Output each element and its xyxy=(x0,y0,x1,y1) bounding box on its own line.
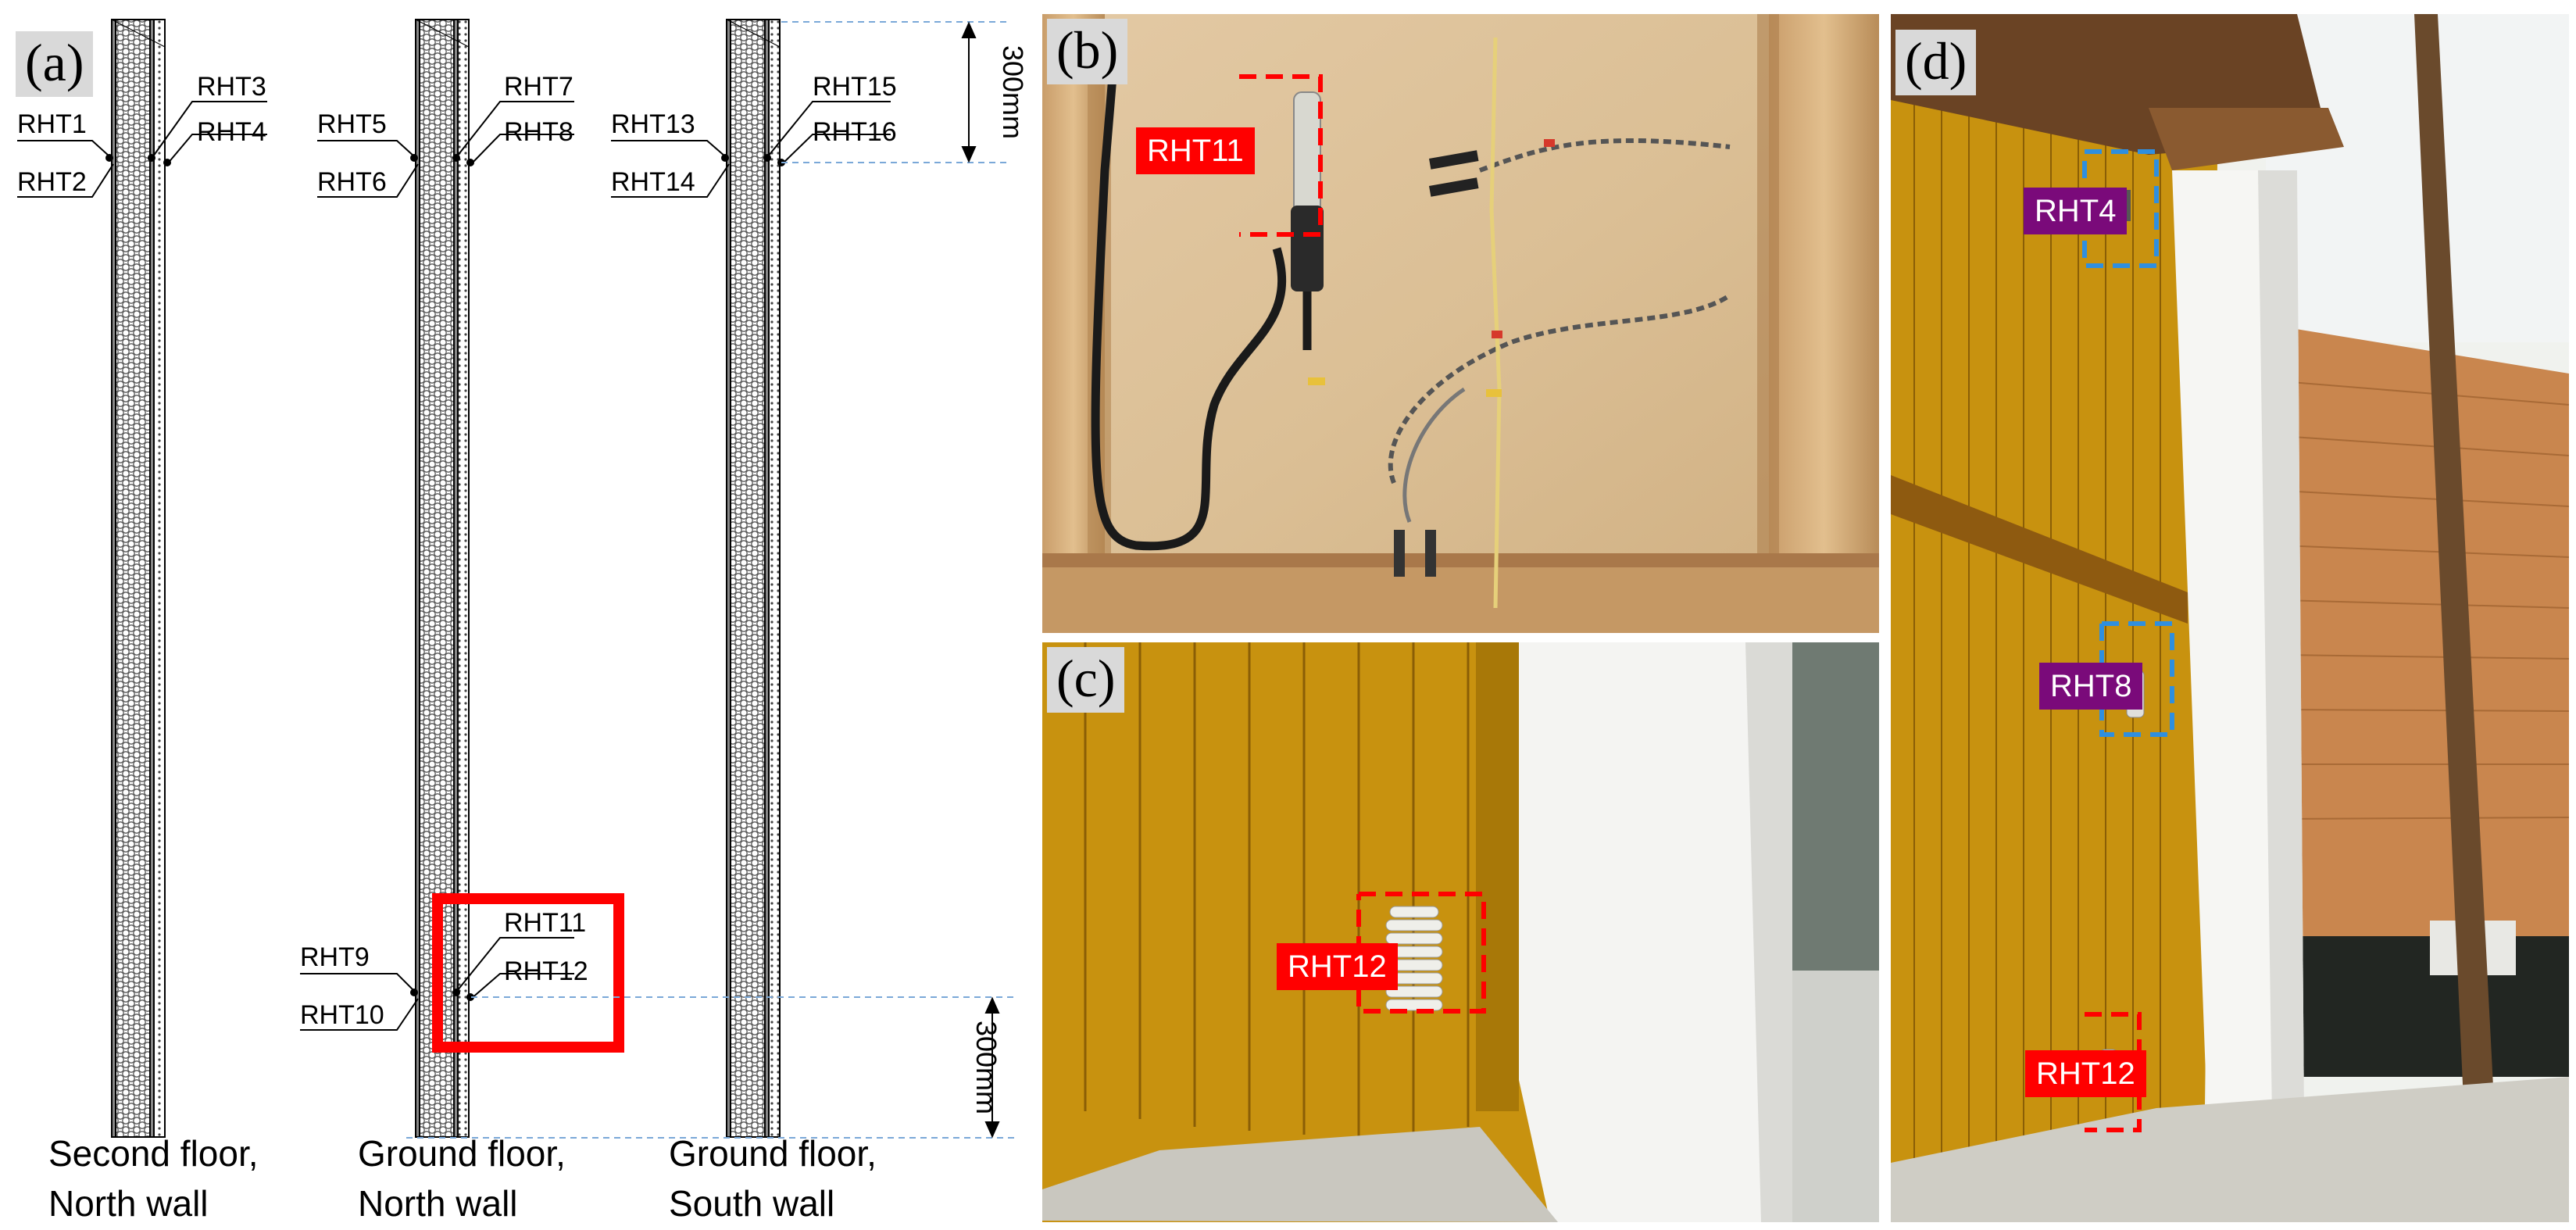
sensor-dots-wall-2-bottom xyxy=(410,989,474,1001)
panel-letter-b: (b) xyxy=(1047,19,1128,84)
wall-section-svg: RHT1 RHT2 RHT3 RHT4 RHT5 RHT6 RHT7 RHT8 xyxy=(17,19,1029,1224)
panel-b-photo: (b) RHT11 xyxy=(1042,14,1879,633)
sensor-label: RHT7 xyxy=(504,72,573,102)
sensor-label: RHT11 xyxy=(504,908,586,938)
dimension-label-bottom: 300mm xyxy=(970,1021,1002,1114)
exterior-photo-svg xyxy=(1891,14,2569,1222)
panel-c-photo: (c) RHT12 xyxy=(1042,642,1879,1222)
sensor-tag-rht11: RHT11 xyxy=(1136,127,1255,174)
sensor-label: RHT5 xyxy=(317,109,387,139)
radiation-shield xyxy=(1385,906,1443,1011)
sensor-label: RHT4 xyxy=(197,117,266,147)
sensor-tag-rht4: RHT4 xyxy=(2024,188,2128,234)
highlight-box xyxy=(432,893,624,1053)
panel-a-diagram: RHT1 RHT2 RHT3 RHT4 RHT5 RHT6 RHT7 RHT8 xyxy=(0,0,1031,1230)
sensor-leaders-wall-1 xyxy=(17,101,267,198)
wall-caption: Ground floor, xyxy=(669,1133,877,1174)
dimension-arrow-bottom xyxy=(984,996,1000,1139)
wall-caption: South wall xyxy=(669,1183,834,1224)
wall-caption: North wall xyxy=(358,1183,518,1224)
sensor-leaders-wall-2-top xyxy=(317,101,574,198)
sensor-dots-wall-1 xyxy=(105,154,171,166)
sensor-dots-wall-2-top xyxy=(410,154,474,166)
dimension-arrow-top xyxy=(961,21,977,163)
sensor-tag-rht12-exterior: RHT12 xyxy=(2025,1050,2146,1097)
sensor-label: RHT9 xyxy=(300,942,370,972)
panel-d-photo: (d) RHT4 RHT8 RHT12 xyxy=(1891,14,2569,1222)
plywood-photo-svg xyxy=(1042,14,1879,633)
panel-letter-d: (d) xyxy=(1895,30,1977,95)
wall-second-floor-north xyxy=(111,19,166,1138)
panel-letter-c: (c) xyxy=(1047,647,1125,713)
sensor-label: RHT6 xyxy=(317,167,387,197)
sensor-label: RHT2 xyxy=(17,167,87,197)
sensor-tag-rht8: RHT8 xyxy=(2039,663,2143,710)
panel-letter-a: (a) xyxy=(16,31,94,97)
sensor-label: RHT10 xyxy=(300,1000,384,1030)
wall-caption: Ground floor, xyxy=(358,1133,566,1174)
sensor-label: RHT1 xyxy=(17,109,87,139)
sensor-label: RHT8 xyxy=(504,117,573,147)
sensor-leaders-wall-2-bottom xyxy=(300,937,574,1031)
sensor-leaders-wall-3 xyxy=(611,101,891,198)
sensor-tag-rht12: RHT12 xyxy=(1277,943,1398,990)
wall-ground-floor-south xyxy=(726,19,781,1138)
sensor-label: RHT3 xyxy=(197,72,266,102)
marker-rht11 xyxy=(1239,74,1323,237)
wall-caption: North wall xyxy=(48,1183,209,1224)
sensor-label: RHT16 xyxy=(813,117,897,147)
sensor-label: RHT12 xyxy=(504,956,588,986)
dimension-label-top: 300mm xyxy=(997,45,1029,139)
sensor-label: RHT13 xyxy=(611,109,695,139)
wall-caption: Second floor, xyxy=(48,1133,259,1174)
corner-photo-svg xyxy=(1042,642,1879,1222)
sensor-label: RHT14 xyxy=(611,167,695,197)
sensor-label: RHT15 xyxy=(813,72,897,102)
